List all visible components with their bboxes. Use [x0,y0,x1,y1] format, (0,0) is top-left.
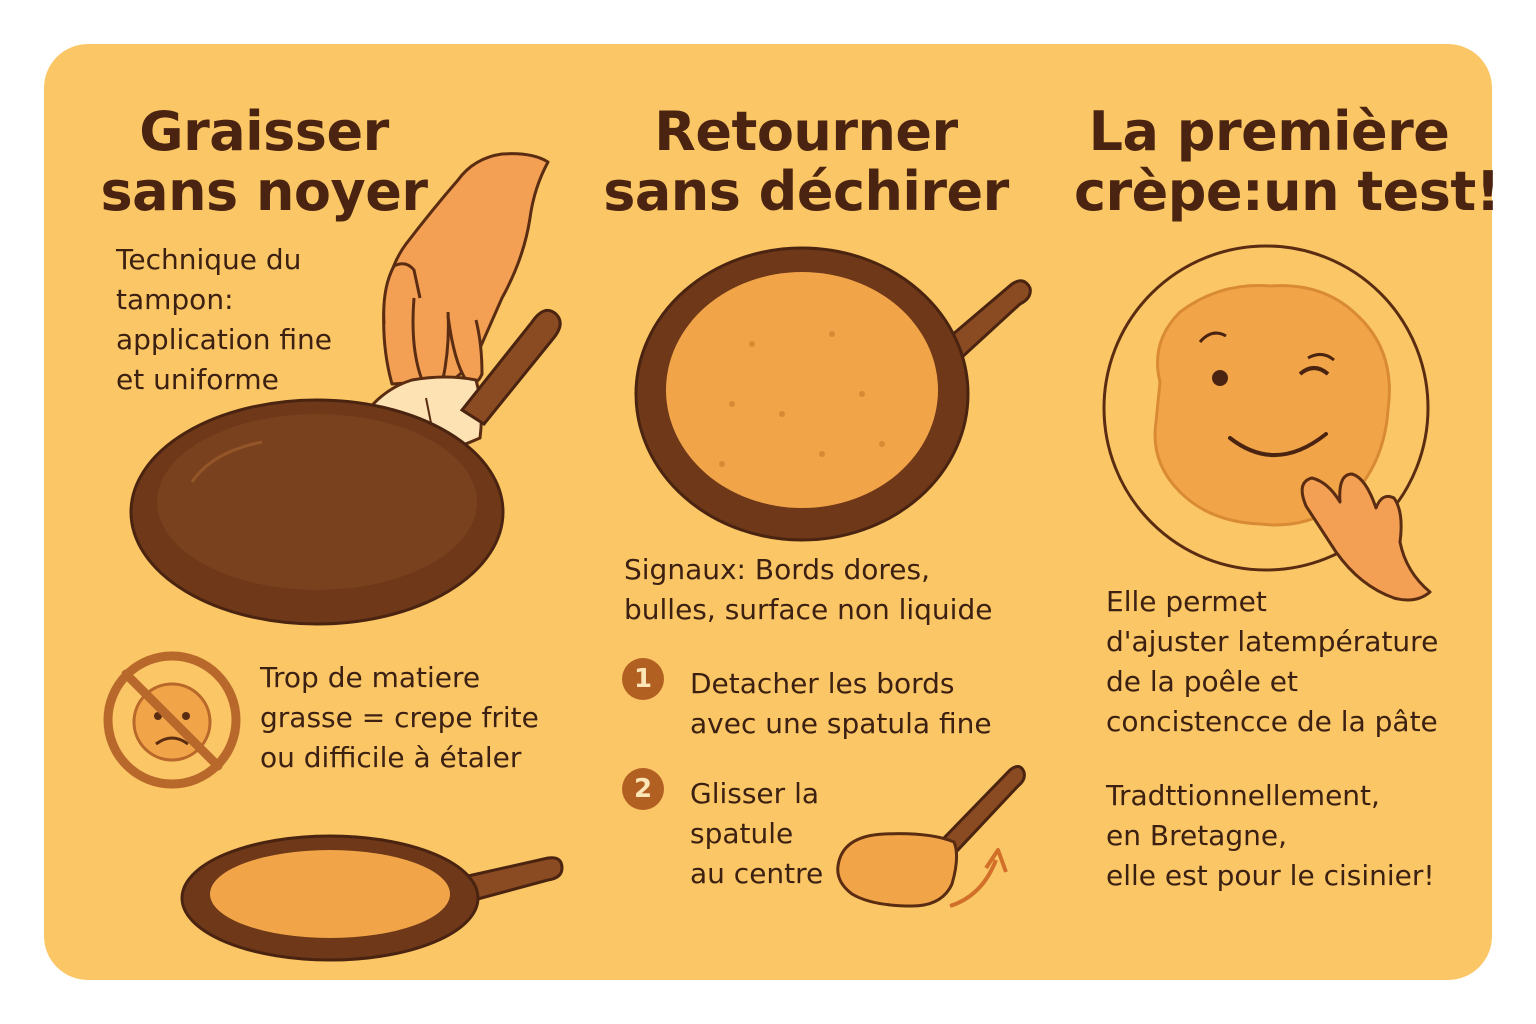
first-crepe-purpose-text: Elle permet d'ajuster latempérature de l… [1106,585,1439,738]
no-sad-face-icon [103,651,241,789]
first-crepe-title: La première crèpe:un test! [1074,100,1500,223]
crepe-in-pan-icon [634,246,1032,542]
info-card: Graisser sans noyer Technique du tampon:… [44,44,1500,980]
first-crepe-tradition-text: Tradttionnellement, en Bretagne, elle es… [1106,779,1435,892]
grease-technique-text: Technique du tampon: application fine et… [116,243,332,396]
step-1-badge: 1 [622,658,664,700]
step-2-text: Glisser la spatule au centre [690,777,824,890]
step-2-badge: 2 [622,768,664,810]
step-1-text: Detacher les bords avec une spatula fine [690,667,992,740]
fried-crepe-pan-icon [180,834,564,962]
flip-title: Retourner sans déchirer [603,100,1009,223]
grease-title: Graisser sans noyer [100,100,428,223]
greased-pan-icon [129,308,562,626]
flip-signals-text: Signaux: Bords dores, bulles, surface no… [624,553,993,626]
winking-crepe-plate-icon [1102,244,1432,602]
spatula-icon [836,765,1026,908]
grease-warning-text: Trop de matiere grasse = crepe frite ou … [260,661,539,774]
